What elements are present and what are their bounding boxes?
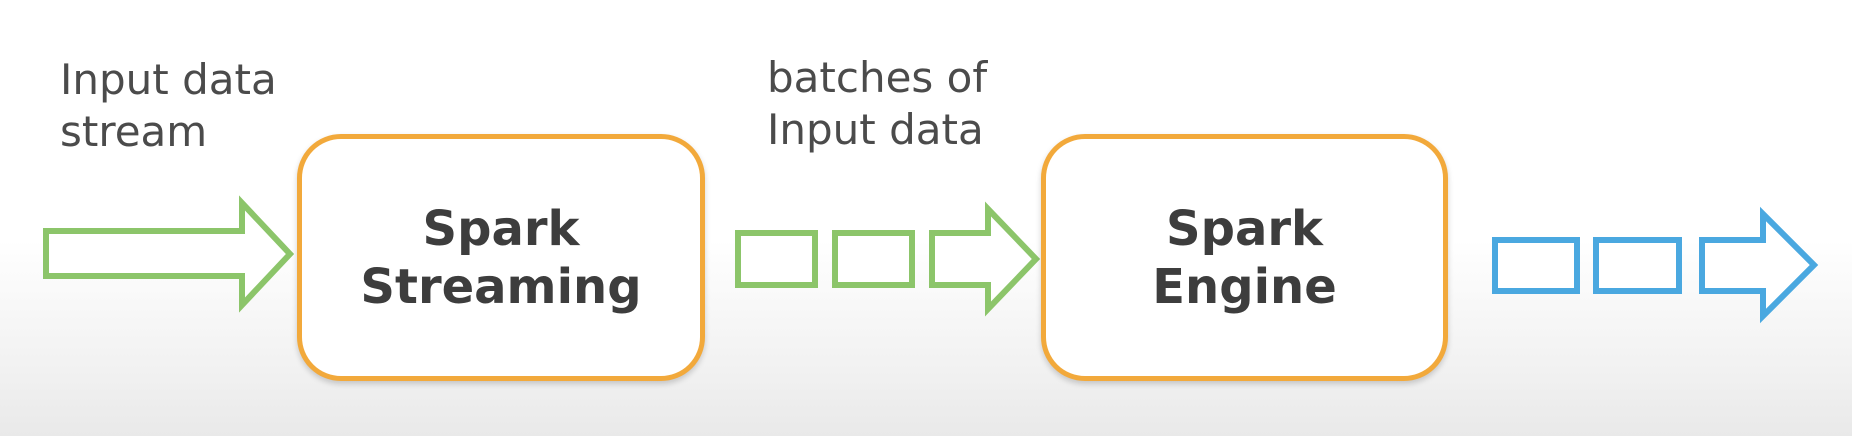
- spark-streaming-line-1: Spark: [422, 200, 580, 257]
- input-label-line-1: Input data: [60, 55, 277, 104]
- output-arrow: [1699, 206, 1819, 324]
- spark-engine-box: Spark Engine: [1041, 134, 1448, 381]
- spark-streaming-line-2: Streaming: [360, 258, 642, 315]
- spark-streaming-text: Spark Streaming: [360, 200, 641, 316]
- batches-arrow: [929, 201, 1041, 317]
- input-label-line-2: stream: [60, 107, 208, 156]
- input-stream-arrow: [43, 195, 295, 313]
- batches-label: batches of Input data: [767, 52, 987, 156]
- spark-streaming-box: Spark Streaming: [297, 134, 705, 381]
- spark-engine-text: Spark Engine: [1152, 200, 1337, 316]
- input-data-stream-label: Input data stream: [60, 54, 277, 158]
- output-batch-block-2: [1593, 237, 1682, 294]
- batches-label-line-1: batches of: [767, 53, 988, 102]
- input-batch-block-1: [735, 230, 818, 288]
- spark-engine-line-1: Spark: [1166, 200, 1323, 257]
- spark-engine-line-2: Engine: [1152, 258, 1337, 315]
- batches-label-line-2: Input data: [767, 105, 984, 154]
- input-batch-block-2: [832, 230, 915, 288]
- output-batch-block-1: [1492, 237, 1580, 294]
